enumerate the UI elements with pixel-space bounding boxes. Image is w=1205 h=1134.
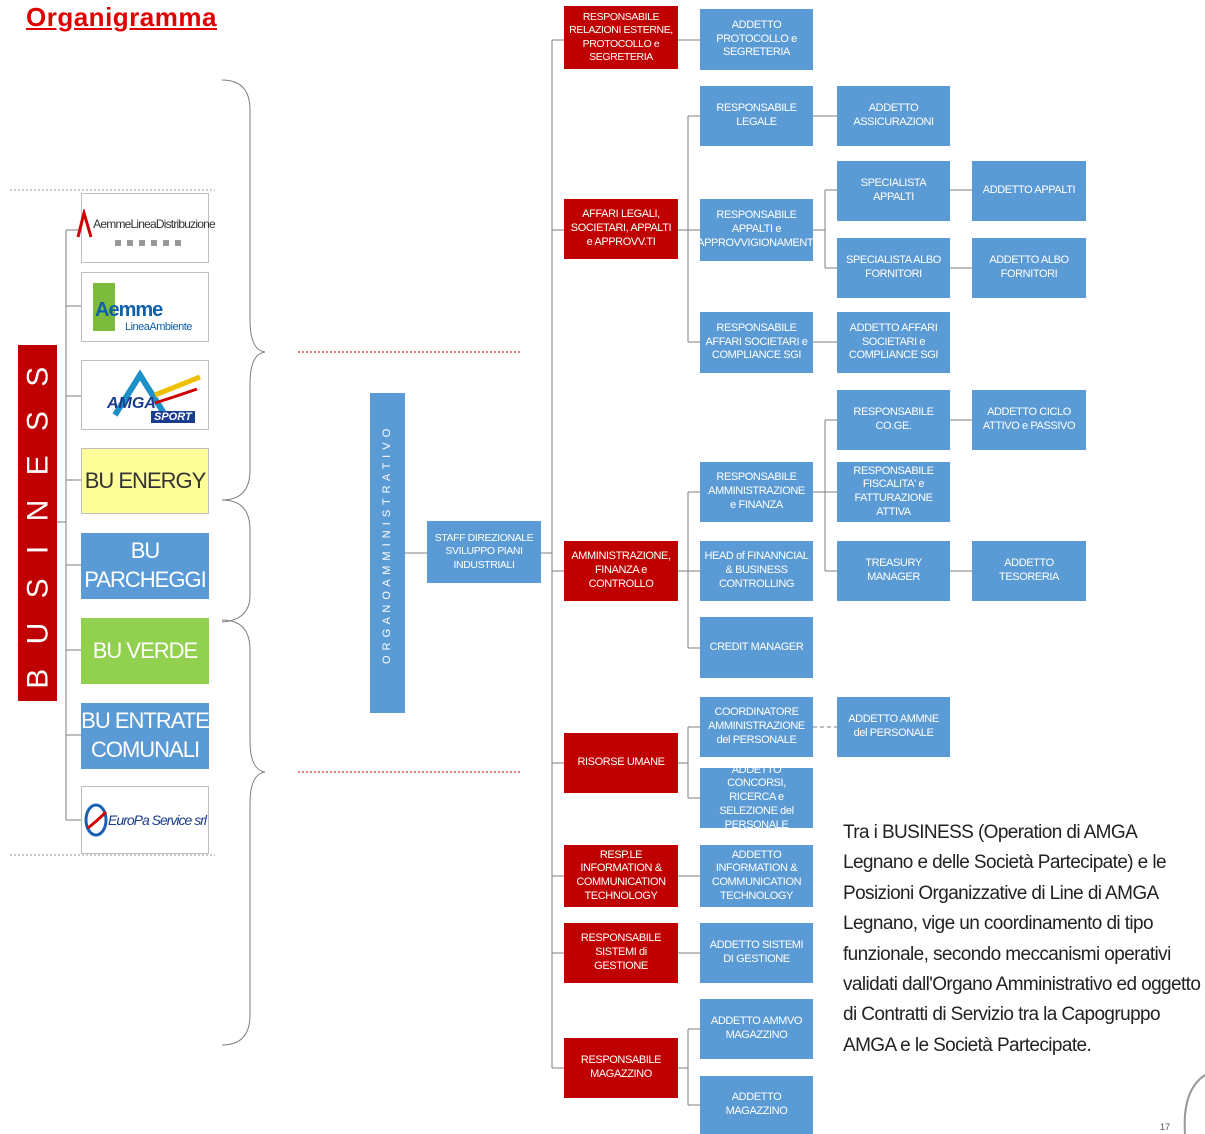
red-unit-label: RESPONSABILE MAGAZZINO <box>580 1054 662 1080</box>
l4-addetto-ciclo: ADDETTO CICLO ATTIVO e PASSIVO <box>972 390 1086 450</box>
aemme-ambiente-mark-icon <box>93 283 115 331</box>
l2-label: ADDETTO CONCORSI, RICERCA e SELEZIONE de… <box>719 763 794 831</box>
l2-addetto-protocollo: ADDETTO PROTOCOLLO e SEGRETERIA <box>700 9 813 70</box>
l2-label: RESPONSABILE AMMINISTRAZIONE e FINANZA <box>708 471 805 511</box>
l2-responsabile-amministrazione: RESPONSABILE AMMINISTRAZIONE e FINANZA <box>700 462 813 522</box>
page-title: Organigramma <box>26 2 217 32</box>
aemme-swoosh-icon <box>76 209 93 238</box>
stripes-icon <box>115 240 181 246</box>
l2-label: HEAD of FINANNCIAL & BUSINESS CONTROLLIN… <box>704 550 809 590</box>
bu-energy: BU ENERGY <box>81 448 209 514</box>
aemme-ambiente-sub-text: LineaAmbiente <box>125 321 192 333</box>
bu-parcheggi-label: BU PARCHEGGI <box>84 538 206 592</box>
red-unit-sistemi-gestione: RESPONSABILE SISTEMI di GESTIONE <box>564 923 678 983</box>
l3-addetto-affari-societari: ADDETTO AFFARI SOCIETARI e COMPLIANCE SG… <box>837 312 950 373</box>
l3-responsabile-coge: RESPONSABILE CO.GE. <box>837 390 950 450</box>
red-unit-ict: RESP.LE INFORMATION & COMMUNICATION TECH… <box>564 845 678 907</box>
business-label: B U S I N E S S <box>21 358 55 689</box>
l2-addetto-ammvo-magazzino: ADDETTO AMMVO MAGAZZINO <box>700 999 813 1059</box>
europa-globe-icon <box>84 803 108 837</box>
l4-addetto-tesoreria: ADDETTO TESORERIA <box>972 541 1086 601</box>
l2-label: CREDIT MANAGER <box>709 640 804 653</box>
amga-main-text: AMGA <box>107 395 156 412</box>
l2-label: ADDETTO AMMVO MAGAZZINO <box>710 1015 803 1041</box>
bu-verde: BU VERDE <box>81 618 209 684</box>
logo-aemme-ambiente: Aemme LineaAmbiente <box>81 272 209 342</box>
red-unit-risorse-umane: RISORSE UMANE <box>564 733 678 793</box>
l2-label: RESPONSABILE APPALTI e APPROVVIGIONAMENT… <box>697 209 816 249</box>
l3-label: RESPONSABILE FISCALITA' e FATTURAZIONE A… <box>853 464 934 518</box>
l3-specialista-albo: SPECIALISTA ALBO FORNITORI <box>837 238 950 298</box>
l3-specialista-appalti: SPECIALISTA APPALTI <box>837 161 950 221</box>
l3-addetto-assicurazioni: ADDETTO ASSICURAZIONI <box>837 86 950 146</box>
bu-entrate-comunali: BU ENTRATE COMUNALI <box>81 703 210 769</box>
staff-label: STAFF DIREZIONALE SVILUPPO PIANI INDUSTR… <box>434 532 534 571</box>
amga-swoosh-icon <box>112 369 201 417</box>
bu-energy-label: BU ENERGY <box>84 467 207 493</box>
red-unit-label: RESPONSABILE SISTEMI di GESTIONE <box>580 932 662 972</box>
bu-verde-label: BU VERDE <box>92 637 198 663</box>
l2-head-controlling: HEAD of FINANNCIAL & BUSINESS CONTROLLIN… <box>700 541 813 601</box>
l3-label: ADDETTO AMMNE del PERSONALE <box>848 713 939 739</box>
red-unit-label: AFFARI LEGALI, SOCIETARI, APPALTI e APPR… <box>570 208 672 248</box>
l2-label: COORDINATORE AMMINISTRAZIONE del PERSONA… <box>708 706 805 746</box>
l2-addetto-sistemi: ADDETTO SISTEMI DI GESTIONE <box>700 923 813 983</box>
logo-europa-service: EuroPa Service srl <box>81 786 209 854</box>
logo-amga-sport: AMGA SPORT <box>81 360 209 430</box>
europa-text: EuroPa Service srl <box>108 812 207 828</box>
organo-label: O R G A N O A M M I N I S T R A T I V O <box>381 427 394 664</box>
l3-responsabile-fiscalita: RESPONSABILE FISCALITA' e FATTURAZIONE A… <box>837 462 950 522</box>
l2-responsabile-appalti: RESPONSABILE APPALTI e APPROVVIGIONAMENT… <box>697 199 816 261</box>
aemme-distribuzione-text: AemmeLineaDistribuzione <box>93 217 215 231</box>
l2-addetto-magazzino: ADDETTO MAGAZZINO <box>700 1076 813 1134</box>
l4-addetto-appalti: ADDETTO APPALTI <box>972 161 1086 221</box>
l2-label: ADDETTO SISTEMI DI GESTIONE <box>709 939 804 965</box>
l3-label: SPECIALISTA ALBO FORNITORI <box>846 254 941 280</box>
l4-label: ADDETTO TESORERIA <box>999 557 1059 583</box>
business-bar: B U S I N E S S <box>18 345 57 701</box>
staff-direzionale: STAFF DIREZIONALE SVILUPPO PIANI INDUSTR… <box>427 521 541 583</box>
l2-label: ADDETTO INFORMATION & COMMUNICATION TECH… <box>711 848 802 902</box>
l2-credit-manager: CREDIT MANAGER <box>700 617 813 678</box>
l2-addetto-concorsi: ADDETTO CONCORSI, RICERCA e SELEZIONE de… <box>700 764 813 831</box>
red-unit-label: AMMINISTRAZIONE, FINANZA e CONTROLLO <box>571 550 671 590</box>
l3-label: SPECIALISTA APPALTI <box>860 177 927 203</box>
l3-label: TREASURY MANAGER <box>865 557 922 583</box>
red-unit-label: RISORSE UMANE <box>577 756 665 769</box>
l2-label: RESPONSABILE AFFARI SOCIETARI e COMPLIAN… <box>705 321 808 362</box>
l2-label: RESPONSABILE LEGALE <box>716 102 797 128</box>
l3-treasury-manager: TREASURY MANAGER <box>837 541 950 601</box>
l3-addetto-ammne-personale: ADDETTO AMMNE del PERSONALE <box>837 697 950 757</box>
l2-addetto-ict: ADDETTO INFORMATION & COMMUNICATION TECH… <box>700 845 813 907</box>
red-unit-relazioni: RESPONSABILE RELAZIONI ESTERNE, PROTOCOL… <box>564 6 678 69</box>
l2-label: ADDETTO MAGAZZINO <box>725 1091 788 1117</box>
l3-label: ADDETTO ASSICURAZIONI <box>853 102 934 128</box>
red-unit-affari-legali: AFFARI LEGALI, SOCIETARI, APPALTI e APPR… <box>564 199 678 259</box>
l2-coordinatore-personale: COORDINATORE AMMINISTRAZIONE del PERSONA… <box>700 697 813 757</box>
logo-aemme-distribuzione: AemmeLineaDistribuzione <box>76 193 216 263</box>
l4-addetto-albo-fornitori: ADDETTO ALBO FORNITORI <box>972 238 1086 298</box>
l2-responsabile-legale: RESPONSABILE LEGALE <box>700 86 813 146</box>
amga-sub-text: SPORT <box>151 411 195 423</box>
organo-amministrativo: O R G A N O A M M I N I S T R A T I V O <box>370 393 405 713</box>
l2-responsabile-affari-societari: RESPONSABILE AFFARI SOCIETARI e COMPLIAN… <box>700 312 813 373</box>
bu-entrate-comunali-label: BU ENTRATE COMUNALI <box>81 708 210 762</box>
l2-label: ADDETTO PROTOCOLLO e SEGRETERIA <box>716 18 797 59</box>
bu-parcheggi: BU PARCHEGGI <box>81 533 209 599</box>
red-unit-magazzino: RESPONSABILE MAGAZZINO <box>564 1038 678 1098</box>
aemme-ambiente-main-text: Aemme <box>95 299 163 321</box>
coordination-note: Tra i BUSINESS (Operation di AMGA Legnan… <box>843 822 1201 1056</box>
red-unit-label: RESP.LE INFORMATION & COMMUNICATION TECH… <box>576 848 666 902</box>
l4-label: ADDETTO APPALTI <box>982 184 1076 197</box>
l3-label: RESPONSABILE CO.GE. <box>853 406 934 432</box>
l4-label: ADDETTO CICLO ATTIVO e PASSIVO <box>982 406 1076 432</box>
page-number: 17 <box>1160 1122 1171 1132</box>
l4-label: ADDETTO ALBO FORNITORI <box>989 254 1069 280</box>
l3-label: ADDETTO AFFARI SOCIETARI e COMPLIANCE SG… <box>848 321 939 362</box>
red-unit-amministrazione: AMMINISTRAZIONE, FINANZA e CONTROLLO <box>564 541 678 601</box>
red-unit-label: RESPONSABILE RELAZIONI ESTERNE, PROTOCOL… <box>569 11 673 63</box>
